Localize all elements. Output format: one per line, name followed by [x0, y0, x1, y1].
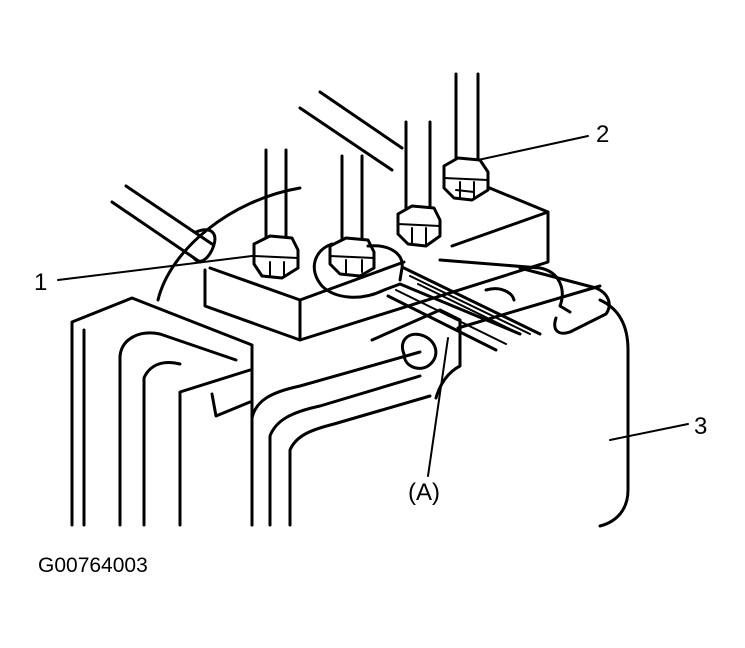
flare-nuts [252, 156, 490, 280]
unit-housing [70, 258, 630, 528]
background-pipes [110, 90, 404, 264]
valve-block [203, 182, 550, 342]
leader-lines [57, 135, 689, 477]
flare-nut-2 [442, 156, 490, 202]
callout-label-3: 3 [694, 413, 707, 440]
callout-label-2: 2 [596, 121, 609, 148]
flare-nut-wrench [312, 242, 542, 352]
flare-nut-1 [252, 234, 300, 280]
figure-id-code: G00764003 [38, 554, 148, 577]
housing-curve [156, 186, 302, 302]
flare-nut-3 [396, 204, 442, 248]
brake-pipes [264, 72, 480, 244]
callout-label-a: (A) [408, 479, 440, 506]
callout-label-1: 1 [34, 269, 47, 296]
flare-nut-wrenched [328, 236, 376, 278]
